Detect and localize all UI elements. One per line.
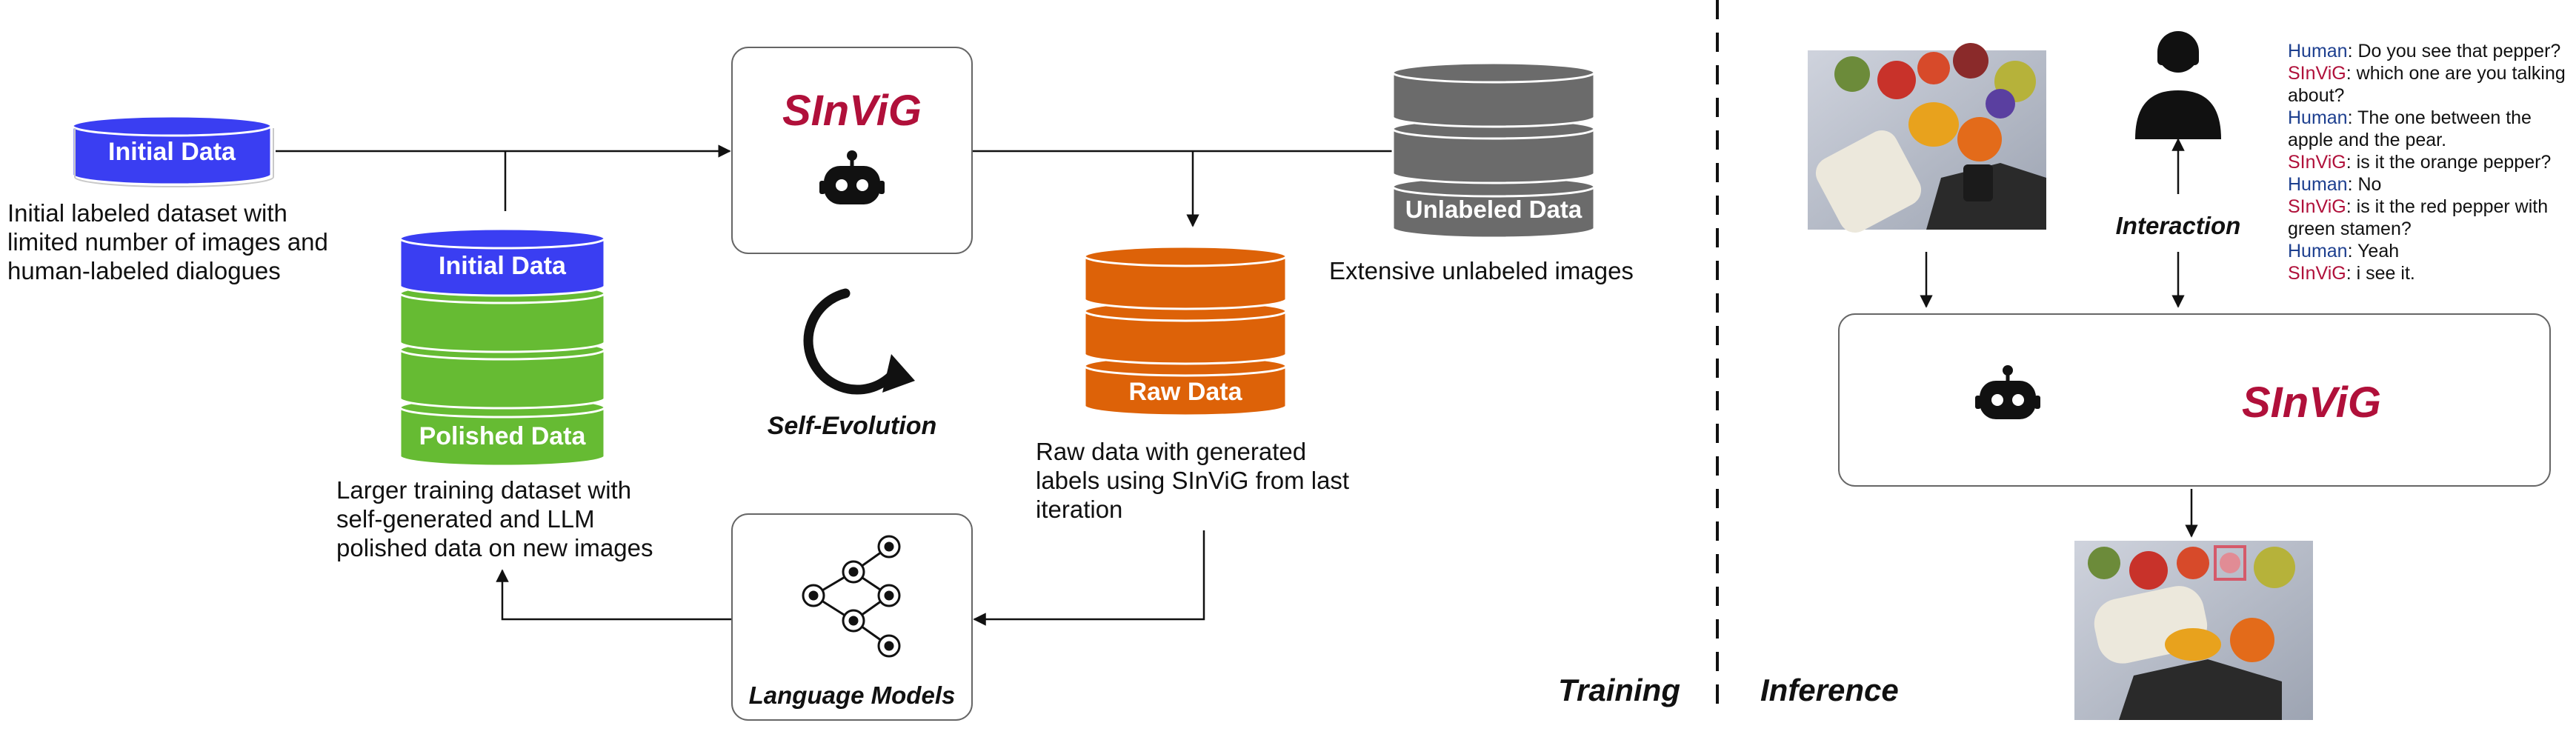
dialogue-speaker: SInViG (2288, 263, 2346, 284)
dialogue-text: The one between the apple and the pear. (2288, 107, 2532, 150)
dialogue-speaker: Human (2288, 107, 2348, 128)
dialogue-line: SInViG: which one are you talking about? (2288, 63, 2566, 106)
arrow-llm-to-stack (496, 569, 732, 621)
raw-data-label: Raw Data (1128, 378, 1242, 406)
raw-data-description: Raw data with generated labels using SIn… (1036, 437, 1369, 524)
dialogue-text: No (2357, 174, 2382, 195)
desc-line: self-generated and LLM (336, 505, 595, 533)
desc-line: iteration (1036, 496, 1123, 523)
robot-icon (819, 150, 885, 204)
training-stack-description: Larger training dataset with self-genera… (336, 476, 677, 562)
dialogue-line: Human: Yeah (2288, 241, 2400, 261)
arrow-raw-to-llm (973, 530, 1205, 626)
dialogue-text: is it the orange pepper? (2356, 152, 2552, 173)
unlabeled-data-cylinder (1391, 61, 1596, 239)
robot-icon (1975, 365, 2040, 419)
refresh-cycle-icon (803, 288, 915, 395)
dialogue-text: is it the red pepper with green stamen? (2288, 196, 2549, 239)
initial-data-label: Initial Data (108, 138, 236, 166)
inference-model-box (1838, 313, 2551, 487)
unlabeled-data-label: Unlabeled Data (1405, 196, 1582, 223)
model-title: SInViG (782, 87, 922, 135)
desc-line: Larger training dataset with (336, 476, 632, 504)
desc-line: limited number of images and (7, 228, 328, 256)
desc-line: Raw data with generated (1036, 438, 1307, 465)
inference-model-title: SInViG (2242, 379, 2381, 427)
dialogue-text: Do you see that pepper? (2357, 41, 2561, 61)
stack-initial-label: Initial Data (439, 252, 566, 280)
inference-section-label: Inference (1760, 673, 1899, 707)
dialogue-line: SInViG: is it the red pepper with green … (2288, 196, 2549, 239)
unlabeled-data-description: Extensive unlabeled images (1329, 257, 1634, 284)
dialogue-line: SInViG: i see it. (2288, 263, 2415, 284)
dialogue-speaker: SInViG (2288, 196, 2346, 217)
desc-line: Initial labeled dataset with (7, 199, 287, 227)
initial-data-description: Initial labeled dataset with limited num… (7, 199, 356, 285)
target-bounding-box (2214, 545, 2246, 581)
stack-polished-label: Polished Data (419, 422, 586, 450)
dialogue-speaker: Human (2288, 41, 2348, 61)
dialogue-transcript: Human: Do you see that pepper?SInViG: wh… (2288, 40, 2569, 284)
dialogue-line: Human: The one between the apple and the… (2288, 107, 2532, 150)
desc-line: human-labeled dialogues (7, 257, 281, 284)
inference-connectors (1920, 138, 2198, 538)
input-scene-photo (1808, 43, 2046, 233)
initial-data-cylinder (71, 115, 274, 187)
dialogue-speaker: SInViG (2288, 152, 2346, 173)
neural-network-icon (802, 535, 901, 658)
desc-line: labels using SInViG from last (1036, 467, 1350, 494)
dialogue-speaker: SInViG (2288, 63, 2346, 84)
dialogue-line: Human: No (2288, 174, 2382, 195)
dialogue-line: SInViG: is it the orange pepper? (2288, 152, 2552, 173)
self-evolution-label: Self-Evolution (767, 412, 937, 440)
dialogue-speaker: Human (2288, 174, 2348, 195)
language-models-label: Language Models (748, 681, 956, 709)
output-scene-photo (2074, 541, 2313, 720)
raw-data-cylinder (1083, 245, 1288, 417)
training-stack-cylinder (399, 227, 606, 467)
desc-line: polished data on new images (336, 534, 653, 561)
dialogue-text: Yeah (2357, 241, 2400, 261)
training-section-label: Training (1558, 673, 1680, 707)
dialogue-line: Human: Do you see that pepper? (2288, 41, 2561, 61)
dialogue-text: i see it. (2356, 263, 2415, 284)
dialogue-speaker: Human (2288, 241, 2348, 261)
dialogue-text: which one are you talking about? (2288, 63, 2566, 106)
interaction-label: Interaction (2115, 212, 2241, 239)
connectors (276, 144, 1393, 626)
person-icon (2135, 31, 2221, 139)
